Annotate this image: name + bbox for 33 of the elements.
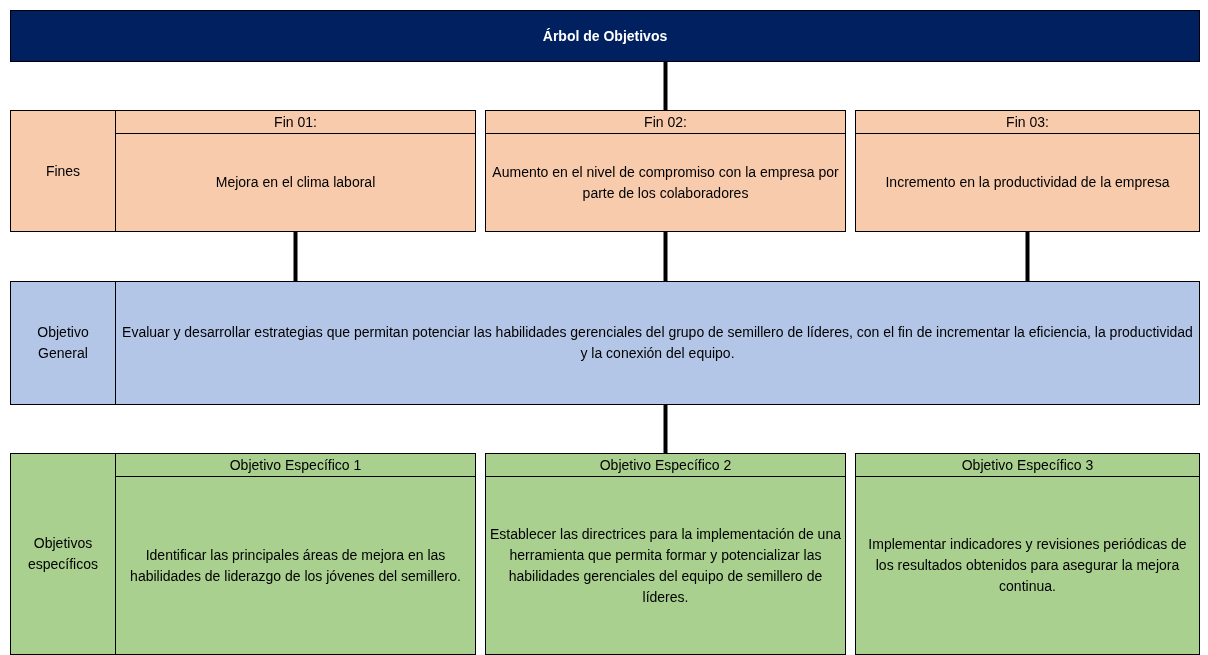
objective-card: [115, 453, 476, 655]
connector-line: [1025, 232, 1030, 281]
objective-card: [485, 453, 846, 655]
row-label: Fines: [45, 161, 81, 181]
objective-card: [485, 110, 846, 232]
objective-text: Implementar indicadores y revisiones periódicas de los resultados obtenidos para asegurar la mejora continua.: [867, 535, 1188, 596]
objective-cell: [10, 110, 116, 232]
objective-text: Incremento en la productividad de la empresa: [885, 173, 1170, 192]
title-text: Árbol de Objetivos: [542, 26, 668, 46]
objective-cell: [115, 281, 1200, 405]
row-label: Objetivos específicos: [26, 534, 99, 574]
connector-line: [663, 405, 668, 453]
connector-line: [663, 232, 668, 281]
objective-card: [115, 110, 476, 232]
column-header: Fin 01:: [116, 111, 475, 134]
objective-text: Mejora en el clima laboral: [215, 173, 376, 192]
title-bar: [10, 10, 1200, 62]
objective-cell: [10, 453, 116, 655]
objective-cell: [10, 281, 116, 405]
connector-line: [663, 62, 668, 110]
row-label: Objetivo General: [36, 323, 90, 363]
column-header: Objetivo Específico 1: [116, 454, 475, 477]
objective-card: [855, 453, 1200, 655]
column-header: Objetivo Específico 2: [486, 454, 845, 477]
objective-card: [855, 110, 1200, 232]
column-header: Fin 02:: [486, 111, 845, 134]
objective-text: Aumento en el nivel de compromiso con la empresa por parte de los colaboradores: [491, 162, 840, 203]
objective-text: Establecer las directrices para la implementación de una herramienta que permita formar y potencializar las habilidades gerenciales del equipo de semillero de líderes.: [490, 524, 841, 607]
column-header: Objetivo Específico 3: [856, 454, 1199, 477]
row-label: Evaluar y desarrollar estrategias que permitan potenciar las habilidades gerenciales del grupo de semillero de líderes, con el fin de incrementar la eficiencia, la productividad y la conexión del equipo.: [121, 323, 1194, 363]
column-header: Fin 03:: [856, 111, 1199, 134]
objective-text: Identificar las principales áreas de mejora en las habilidades de liderazgo de los jóvenes del semillero.: [129, 545, 462, 586]
connector-line: [293, 232, 298, 281]
